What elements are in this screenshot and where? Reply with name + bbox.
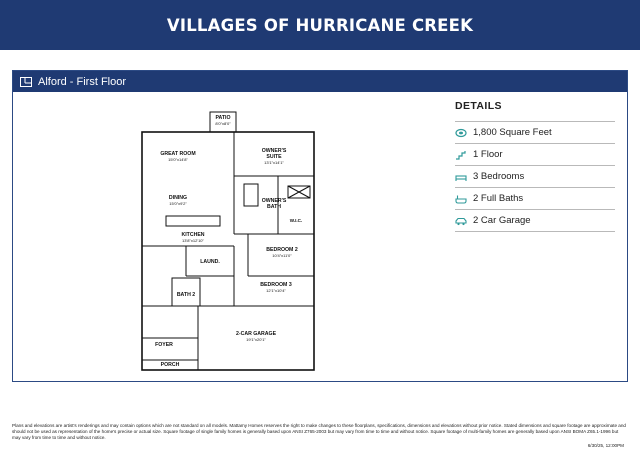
room-label-wic: W.I.C. bbox=[290, 218, 303, 223]
details-panel: DETAILS 1,800 Square Feet 1 Floor 3 Bedr… bbox=[455, 100, 615, 232]
legal-disclaimer: Plans and elevations are artist's render… bbox=[12, 423, 626, 441]
bath-icon bbox=[455, 194, 467, 204]
square-feet-icon bbox=[455, 128, 467, 138]
detail-label: 1,800 Square Feet bbox=[473, 127, 552, 138]
room-dim-great-room: 15'0"x14'8" bbox=[168, 157, 188, 162]
room-label-great-room: GREAT ROOM bbox=[160, 151, 195, 157]
room-dim-dining: 15'0"x9'2" bbox=[169, 201, 187, 206]
room-label-kitchen: KITCHEN bbox=[181, 232, 204, 238]
room-label-owners-bath-1: OWNER'S bbox=[262, 198, 287, 204]
print-timestamp: 6/30/25, 12:00PM bbox=[587, 443, 624, 448]
room-dim-owners-suite: 13'1"x14'1" bbox=[264, 160, 284, 165]
room-dim-kitchen: 13'8"x12'10" bbox=[182, 238, 205, 243]
room-label-owners-suite-1: OWNER'S bbox=[262, 148, 287, 154]
room-label-bedroom3: BEDROOM 3 bbox=[260, 282, 292, 288]
room-dim-bedroom3: 12'1"x10'4" bbox=[266, 288, 286, 293]
room-dim-patio: 8'0"x8'0" bbox=[215, 121, 231, 126]
page-title: VILLAGES OF HURRICANE CREEK bbox=[166, 15, 474, 35]
detail-garage: 2 Car Garage bbox=[455, 210, 615, 232]
room-label-foyer: FOYER bbox=[155, 342, 173, 348]
page-header: VILLAGES OF HURRICANE CREEK bbox=[0, 0, 640, 50]
room-label-owners-suite-2: SUITE bbox=[266, 154, 282, 160]
room-label-bath2: BATH 2 bbox=[177, 292, 195, 298]
room-label-laundry: LAUND. bbox=[200, 259, 220, 265]
detail-baths: 2 Full Baths bbox=[455, 188, 615, 210]
room-dim-bedroom2: 10'4"x11'0" bbox=[272, 253, 292, 258]
room-dim-garage: 19'1"x20'1" bbox=[246, 337, 266, 342]
detail-bedrooms: 3 Bedrooms bbox=[455, 166, 615, 188]
bed-icon bbox=[455, 172, 467, 182]
floorplan-panel-header: Alford - First Floor bbox=[13, 71, 627, 92]
detail-label: 2 Full Baths bbox=[473, 193, 524, 204]
room-label-patio: PATIO bbox=[215, 115, 230, 121]
detail-label: 1 Floor bbox=[473, 149, 503, 160]
stairs-icon bbox=[455, 150, 467, 160]
detail-square-feet: 1,800 Square Feet bbox=[455, 122, 615, 144]
room-label-garage: 2-CAR GARAGE bbox=[236, 331, 277, 337]
room-label-porch: PORCH bbox=[161, 362, 180, 368]
floorplan-icon bbox=[20, 76, 32, 87]
car-icon bbox=[455, 216, 467, 226]
floorplan-title: Alford - First Floor bbox=[38, 75, 127, 88]
detail-label: 3 Bedrooms bbox=[473, 171, 525, 182]
room-label-bedroom2: BEDROOM 2 bbox=[266, 247, 298, 253]
floorplan-panel: Alford - First Floor bbox=[12, 70, 628, 382]
room-label-dining: DINING bbox=[169, 195, 187, 201]
details-heading: DETAILS bbox=[455, 100, 615, 122]
detail-floors: 1 Floor bbox=[455, 144, 615, 166]
detail-label: 2 Car Garage bbox=[473, 215, 531, 226]
floor-plan-drawing: PATIO 8'0"x8'0" GREAT ROOM 15'0"x14'8" O… bbox=[141, 111, 315, 371]
room-label-owners-bath-2: BATH bbox=[267, 204, 281, 210]
